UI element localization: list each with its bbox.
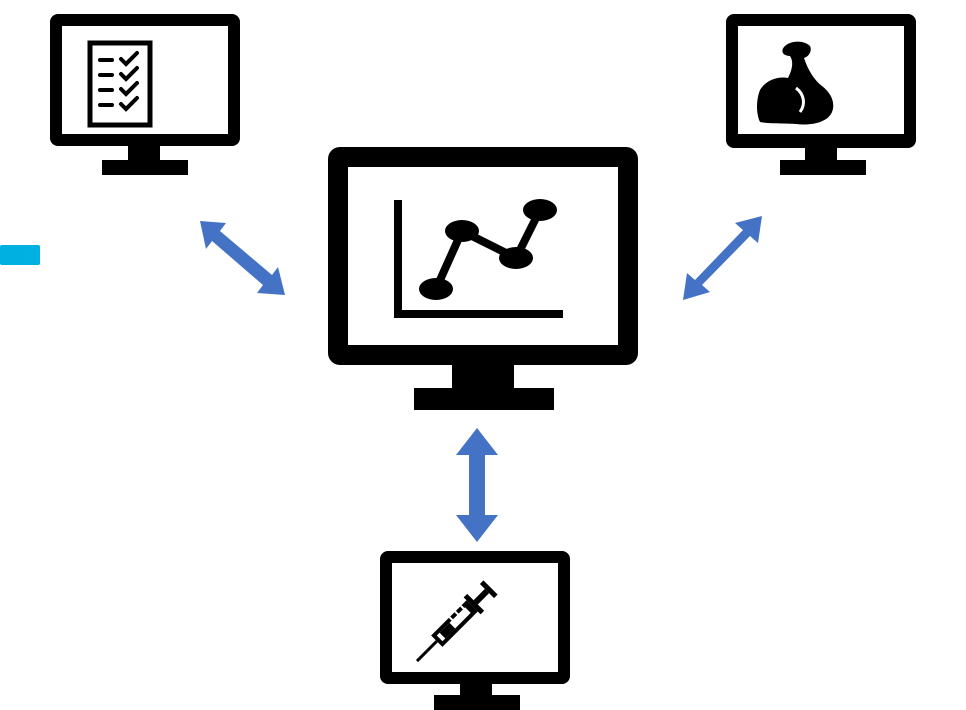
bidirectional-arrow-injection-chart — [456, 428, 498, 542]
monitor-strength — [726, 14, 916, 175]
flexed-bicep-icon — [757, 41, 834, 125]
bidirectional-arrow-strength-chart — [683, 216, 762, 300]
monitor-checklist — [50, 14, 240, 175]
syringe-icon — [415, 580, 498, 663]
monitor-injection — [380, 551, 570, 710]
accent-bar — [0, 245, 40, 265]
checklist-icon — [87, 40, 153, 128]
monitor-chart — [328, 147, 638, 410]
bidirectional-arrow-checklist-chart — [200, 221, 285, 295]
line-chart-icon — [394, 199, 563, 318]
